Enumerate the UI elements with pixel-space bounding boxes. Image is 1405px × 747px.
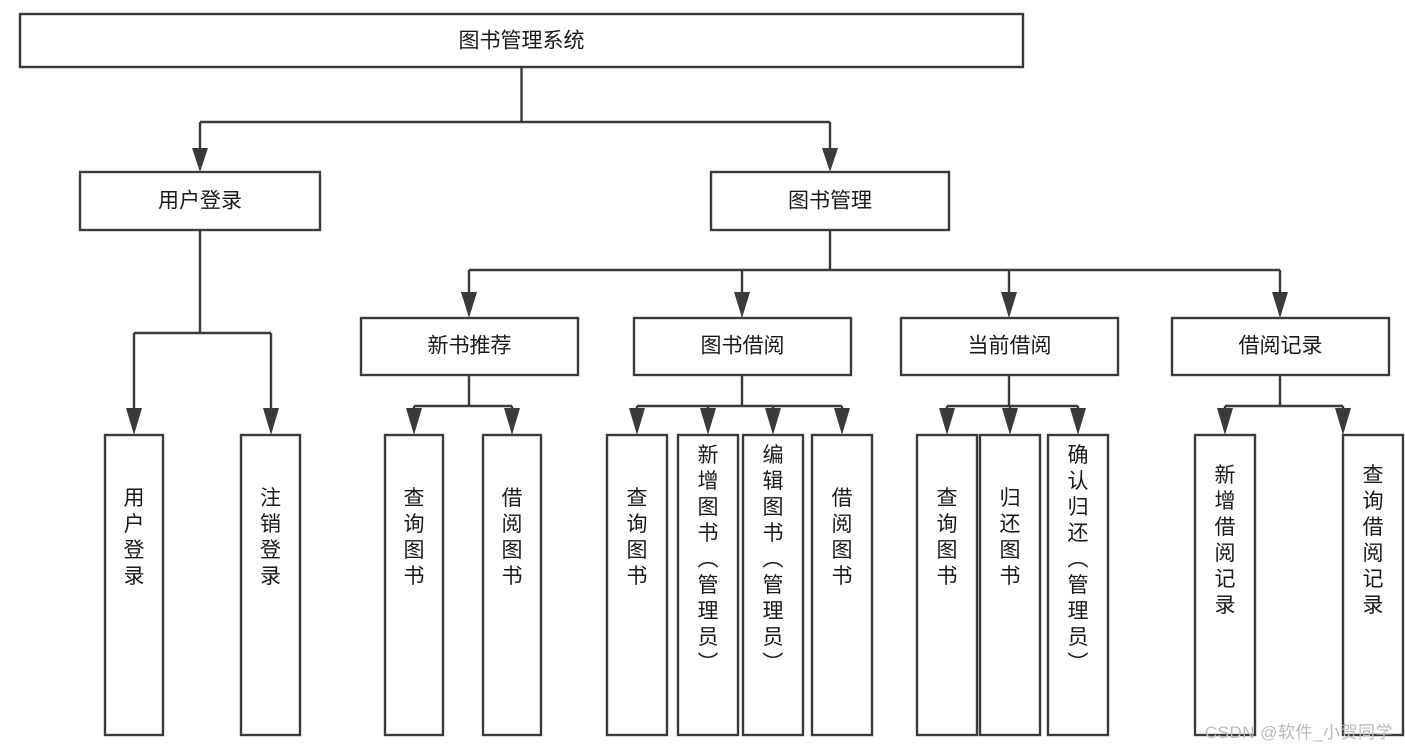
connector-book-management-to-level3: [461, 230, 1288, 318]
node-new-book-recommend-box[interactable]: [359, 316, 580, 377]
node-leaf-logout-label: 注销登录: [260, 487, 281, 588]
node-leaf-logout-box[interactable]: [239, 433, 302, 737]
node-leaf-query-book-borrow-label: 查询图书: [627, 487, 648, 588]
node-leaf-query-book-recommend-label: 查询图书: [404, 487, 425, 588]
node-book-borrow-box[interactable]: [632, 316, 853, 377]
node-leaf-borrow-book-label: 借阅图书: [832, 487, 853, 588]
node-current-borrow[interactable]: 当前借阅: [899, 316, 1120, 377]
node-leaf-query-book-current-label: 查询图书: [937, 487, 958, 588]
node-book-borrow[interactable]: 图书借阅: [632, 316, 853, 377]
node-leaf-query-borrow-record[interactable]: 查询借阅记录: [1341, 433, 1405, 737]
node-new-book-recommend-label: 新书推荐: [428, 335, 512, 358]
node-leaf-edit-book-admin-label: 编辑图书︵管理员︶: [763, 444, 784, 675]
node-leaf-query-book-borrow-box[interactable]: [605, 433, 669, 737]
node-leaf-logout[interactable]: 注销登录: [239, 433, 302, 737]
node-root[interactable]: 图书管理系统: [18, 12, 1025, 69]
node-leaf-confirm-return-admin-label: 确认归还︵管理员︶: [1068, 444, 1089, 675]
node-leaf-return-book-label: 归还图书: [1000, 487, 1021, 588]
node-leaf-borrow-book[interactable]: 借阅图书: [810, 433, 874, 737]
node-user-login[interactable]: 用户登录: [78, 170, 322, 232]
node-leaf-query-book-current-box[interactable]: [915, 433, 979, 737]
node-leaf-add-book-admin[interactable]: 新增图书︵管理员︶: [676, 433, 740, 737]
node-borrow-record[interactable]: 借阅记录: [1170, 316, 1391, 377]
node-book-borrow-label: 图书借阅: [701, 335, 785, 358]
node-leaf-confirm-return-admin-box[interactable]: [1046, 433, 1110, 737]
node-borrow-record-label: 借阅记录: [1239, 335, 1323, 358]
node-leaf-user-login[interactable]: 用户登录: [103, 433, 165, 737]
node-leaf-user-login-box[interactable]: [103, 433, 165, 737]
node-leaf-add-book-admin-label: 新增图书︵管理员︶: [698, 444, 719, 675]
node-new-book-recommend[interactable]: 新书推荐: [359, 316, 580, 377]
node-leaf-add-book-admin-box[interactable]: [676, 433, 740, 737]
node-leaf-edit-book-admin[interactable]: 编辑图书︵管理员︶: [741, 433, 805, 737]
node-current-borrow-box[interactable]: [899, 316, 1120, 377]
node-leaf-user-login-label: 用户登录: [124, 487, 145, 588]
node-user-login-box[interactable]: [78, 170, 322, 232]
connector-new-book-recommend-to-leaves: [406, 375, 520, 435]
node-book-management[interactable]: 图书管理: [709, 170, 951, 232]
connectors-layer: [126, 67, 1351, 435]
connector-root-to-level2: [192, 67, 838, 172]
node-leaf-borrow-book-box[interactable]: [810, 433, 874, 737]
connector-current-borrow-to-leaves: [939, 375, 1086, 435]
node-root-label: 图书管理系统: [459, 30, 585, 53]
node-leaf-query-borrow-record-label: 查询借阅记录: [1363, 464, 1384, 617]
node-book-management-label: 图书管理: [788, 190, 872, 213]
node-leaf-query-book-recommend-box[interactable]: [383, 433, 445, 737]
node-borrow-record-box[interactable]: [1170, 316, 1391, 377]
node-user-login-label: 用户登录: [158, 190, 242, 213]
node-leaf-confirm-return-admin[interactable]: 确认归还︵管理员︶: [1046, 433, 1110, 737]
node-leaf-add-borrow-record[interactable]: 新增借阅记录: [1193, 433, 1257, 737]
node-current-borrow-label: 当前借阅: [968, 335, 1052, 358]
node-root-box[interactable]: [18, 12, 1025, 69]
connector-book-borrow-to-leaves: [629, 375, 850, 435]
node-leaf-borrow-book-recommend[interactable]: 借阅图书: [481, 433, 543, 737]
node-leaf-query-borrow-record-box[interactable]: [1341, 433, 1405, 737]
node-leaf-return-book-box[interactable]: [978, 433, 1042, 737]
node-book-management-box[interactable]: [709, 170, 951, 232]
node-leaf-borrow-book-recommend-box[interactable]: [481, 433, 543, 737]
node-leaf-add-borrow-record-box[interactable]: [1193, 433, 1257, 737]
connector-borrow-record-to-leaves: [1217, 375, 1351, 435]
node-leaf-query-book-recommend[interactable]: 查询图书: [383, 433, 445, 737]
connector-user-login-to-leaves: [126, 230, 279, 435]
node-leaf-return-book[interactable]: 归还图书: [978, 433, 1042, 737]
node-leaf-edit-book-admin-box[interactable]: [741, 433, 805, 737]
node-leaf-query-book-borrow[interactable]: 查询图书: [605, 433, 669, 737]
node-leaf-borrow-book-recommend-label: 借阅图书: [502, 487, 523, 588]
node-leaf-query-book-current[interactable]: 查询图书: [915, 433, 979, 737]
node-leaf-add-borrow-record-label: 新增借阅记录: [1215, 464, 1236, 617]
